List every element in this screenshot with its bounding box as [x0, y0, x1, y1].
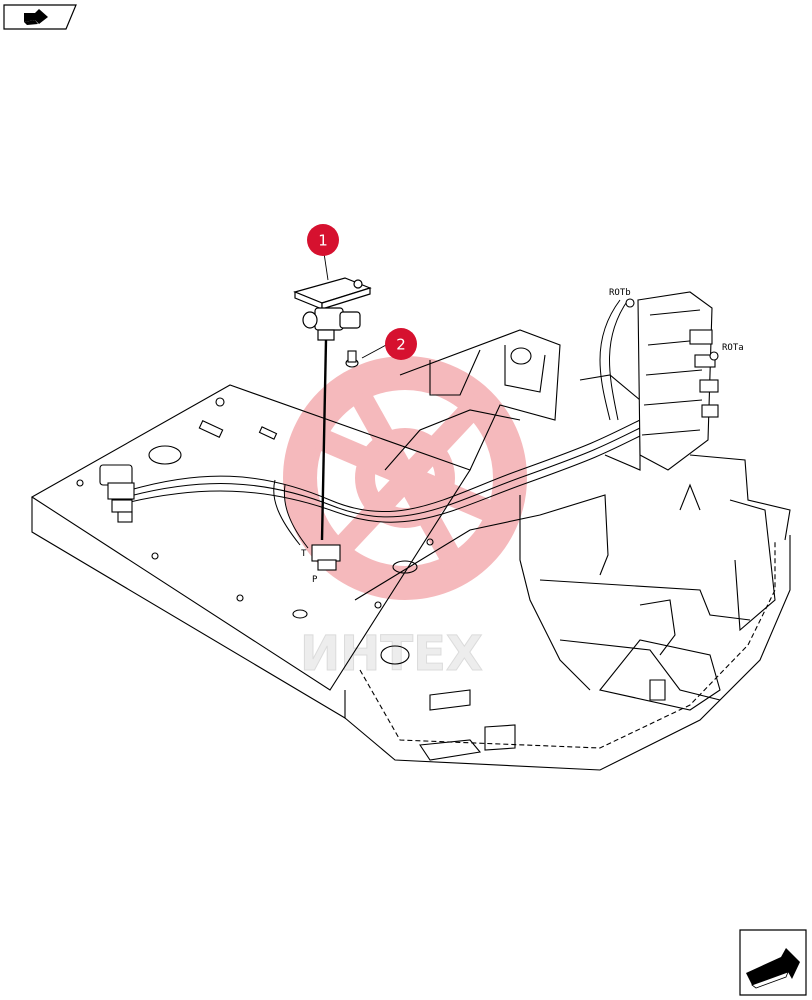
previous-page-button[interactable]: [3, 4, 77, 30]
arrow-back-icon: [24, 9, 48, 25]
part-1-solenoid-valve: [293, 277, 372, 341]
callout-2-label: 2: [396, 336, 406, 354]
callout-2[interactable]: 2: [385, 328, 417, 360]
hydraulic-lines: [129, 299, 645, 549]
upper-frame-line-art: [30, 329, 791, 771]
control-valve: [625, 291, 719, 471]
explode-lines: [320, 339, 328, 541]
label-port-p: P: [312, 575, 318, 585]
callout-1[interactable]: 1: [307, 224, 339, 256]
next-page-button[interactable]: [739, 929, 807, 996]
label-rota: ROTa: [722, 343, 744, 353]
leader-lines: [323, 252, 389, 359]
pilot-valve-block: [99, 464, 135, 523]
label-port-t: T: [301, 549, 307, 559]
callout-1-label: 1: [318, 232, 328, 250]
watermark: ИНТЕХ: [283, 356, 527, 683]
installed-valve: [311, 544, 341, 571]
label-rotb: ROTb: [609, 288, 631, 298]
watermark-text: ИНТЕХ: [300, 626, 483, 682]
part-2-bolt: [345, 350, 359, 368]
arrow-forward-icon: [746, 948, 800, 989]
